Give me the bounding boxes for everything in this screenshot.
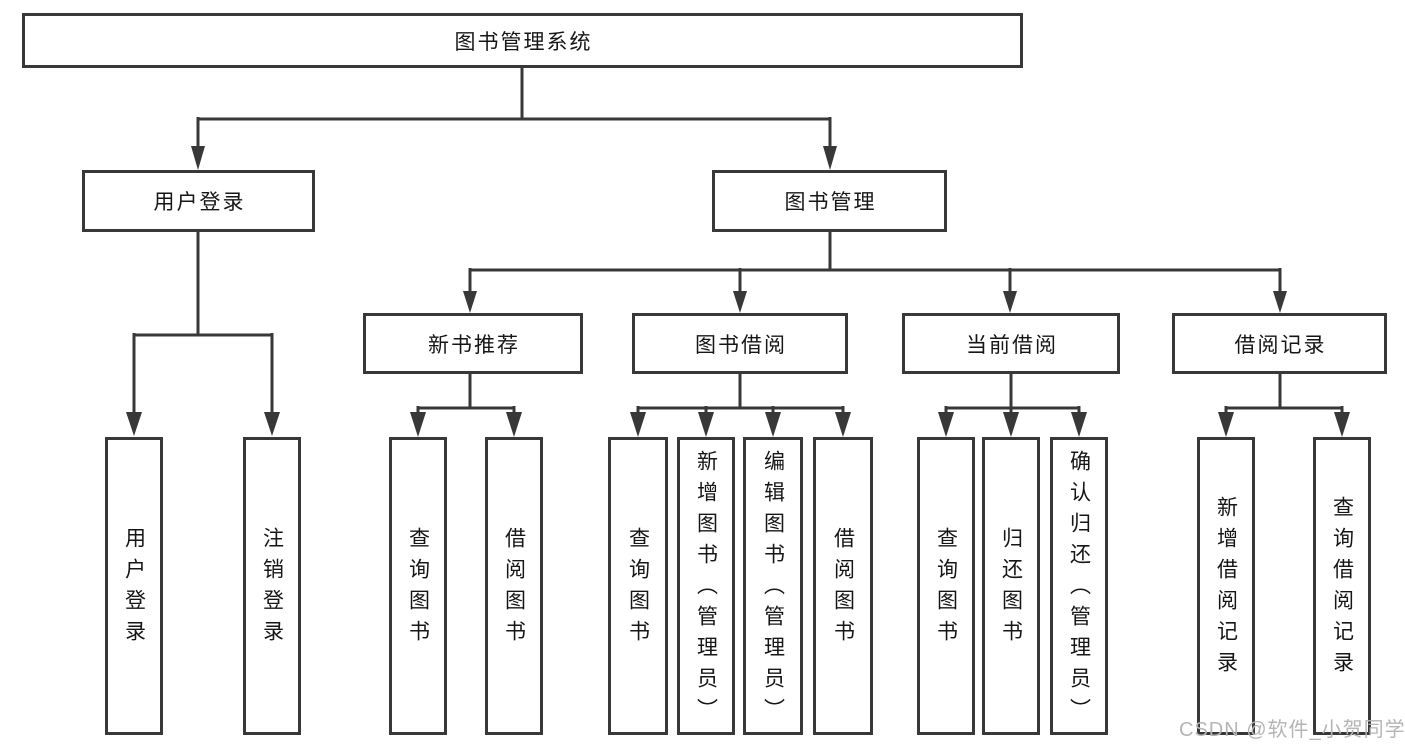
connector-book-borrow-children: [630, 374, 851, 437]
leaf-records-add-record-label: 新增借阅记录: [1214, 496, 1238, 682]
connector-current-borrow-children: [938, 374, 1087, 437]
connector-root-to-level1: [191, 68, 837, 170]
leaf-current-confirm-return-admin: 确认归还（管理员）: [1050, 437, 1108, 735]
leaf-newbook-borrow-book-label: 借阅图书: [502, 527, 526, 651]
connector-new-book-children: [410, 374, 522, 437]
leaf-current-query-book-label: 查询图书: [934, 527, 958, 651]
node-borrow-records-label: 借阅记录: [1234, 333, 1327, 357]
arrowhead-icon: [938, 412, 954, 437]
node-new-book-recommend-label: 新书推荐: [428, 333, 520, 357]
arrowhead-icon: [1071, 412, 1087, 437]
arrowhead-icon: [1334, 412, 1350, 437]
leaf-logout: 注销登录: [243, 437, 301, 735]
leaf-current-query-book: 查询图书: [917, 437, 975, 735]
arrowhead-icon: [1273, 291, 1287, 313]
arrowhead-icon: [463, 291, 477, 313]
node-current-borrow: 当前借阅: [902, 313, 1120, 374]
leaf-borrow-add-book-admin-label: 新增图书（管理员）: [694, 449, 718, 729]
leaf-records-query-record-label: 查询借阅记录: [1330, 496, 1354, 682]
arrowhead-icon: [264, 412, 280, 436]
leaf-records-query-record: 查询借阅记录: [1313, 437, 1371, 735]
leaf-borrow-borrow-book-label: 借阅图书: [831, 527, 855, 651]
arrowhead-icon: [1003, 291, 1017, 313]
arrowhead-icon: [698, 412, 714, 437]
leaf-records-add-record: 新增借阅记录: [1197, 437, 1255, 735]
leaf-current-return-book-label: 归还图书: [999, 527, 1023, 651]
arrowhead-icon: [1003, 412, 1019, 437]
leaf-borrow-edit-book-admin-label: 编辑图书（管理员）: [761, 449, 785, 729]
node-book-management-label: 图书管理: [784, 191, 877, 214]
node-book-borrow-label: 图书借阅: [695, 333, 787, 357]
node-borrow-records: 借阅记录: [1172, 313, 1387, 374]
leaf-newbook-borrow-book: 借阅图书: [485, 437, 543, 735]
arrowhead-icon: [733, 291, 747, 313]
leaf-user-login-label: 用户登录: [122, 527, 146, 651]
node-current-borrow-label: 当前借阅: [966, 333, 1058, 357]
arrowhead-icon: [630, 412, 646, 437]
leaf-current-confirm-return-admin-label: 确认归还（管理员）: [1067, 449, 1091, 729]
arrowhead-icon: [506, 412, 522, 437]
connector-user-login-children: [126, 232, 280, 436]
arrowhead-icon: [765, 412, 781, 437]
leaf-current-return-book: 归还图书: [982, 437, 1040, 735]
arrowhead-icon: [1218, 412, 1234, 437]
node-user-login: 用户登录: [82, 170, 315, 232]
connector-borrow-records-children: [1218, 374, 1350, 437]
watermark: CSDN @软件_小贺同学: [1179, 719, 1405, 741]
leaf-borrow-query-book: 查询图书: [608, 437, 668, 735]
node-book-borrow: 图书借阅: [632, 313, 848, 374]
leaf-borrow-borrow-book: 借阅图书: [813, 437, 873, 735]
leaf-logout-label: 注销登录: [260, 527, 284, 651]
leaf-borrow-add-book-admin: 新增图书（管理员）: [677, 437, 735, 735]
leaf-borrow-edit-book-admin: 编辑图书（管理员）: [743, 437, 803, 735]
node-new-book-recommend: 新书推荐: [363, 313, 583, 374]
connector-book-management-children: [463, 232, 1287, 313]
node-root: 图书管理系统: [22, 13, 1023, 68]
arrowhead-icon: [191, 146, 205, 170]
node-user-login-label: 用户登录: [153, 191, 246, 214]
arrowhead-icon: [410, 412, 426, 437]
leaf-user-login: 用户登录: [105, 437, 163, 735]
arrowhead-icon: [823, 146, 837, 170]
leaf-newbook-query-book-label: 查询图书: [406, 527, 430, 651]
leaf-newbook-query-book: 查询图书: [389, 437, 447, 735]
arrowhead-icon: [835, 412, 851, 437]
node-root-label: 图书管理系统: [454, 30, 593, 54]
arrowhead-icon: [126, 412, 142, 436]
node-book-management: 图书管理: [712, 170, 947, 232]
leaf-borrow-query-book-label: 查询图书: [626, 527, 650, 651]
